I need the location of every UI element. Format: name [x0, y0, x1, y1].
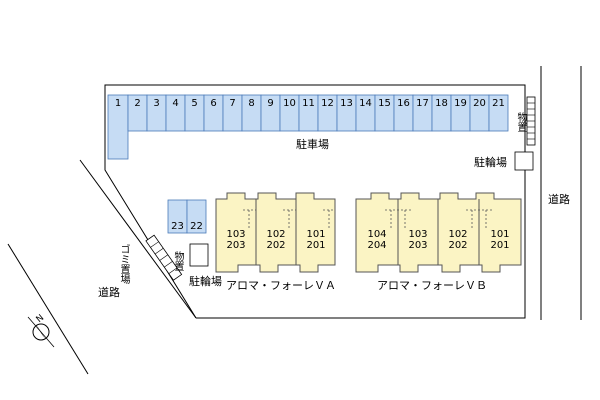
bike-parking-left-label: 駐輪場: [189, 275, 222, 288]
parking-space-13: 13: [340, 98, 353, 109]
bike-parking-right-label: 駐輪場: [474, 156, 507, 169]
unit-b-upper-3: 102: [448, 229, 468, 240]
parking-space-6: 6: [210, 98, 217, 109]
garbage-label: ゴミ置場: [118, 244, 129, 284]
road-edge-left-outer: [7, 243, 89, 375]
parking-label: 駐車場: [296, 138, 329, 151]
parking-space-15: 15: [378, 98, 391, 109]
storage-left-label: 物置: [172, 251, 183, 271]
road-edge-left-inner: [79, 159, 197, 319]
parking-space-14: 14: [359, 98, 372, 109]
parking-space-4: 4: [172, 98, 179, 109]
parking-space-21: 21: [492, 98, 505, 109]
north-arrow-icon: [27, 316, 55, 348]
parking-space-8: 8: [248, 98, 255, 109]
garbage-area-shape: [145, 234, 183, 281]
site-boundary: [104, 84, 526, 319]
parking-space-12: 12: [321, 98, 334, 109]
parking-space-10: 10: [283, 98, 296, 109]
parking-space-9: 9: [267, 98, 274, 109]
parking-space-18: 18: [435, 98, 448, 109]
parking-space-22-shape: [186, 199, 207, 234]
parking-space-21-shape: [488, 94, 509, 132]
unit-a-upper-3: 101: [306, 229, 326, 240]
storage-right-label: 物置: [515, 112, 526, 132]
parking-space-3: 3: [153, 98, 160, 109]
unit-a-lower-3: 201: [306, 240, 326, 251]
parking-space-16: 16: [397, 98, 410, 109]
building-b-shape: [355, 192, 522, 273]
unit-a-upper-2: 102: [266, 229, 286, 240]
unit-a-upper-1: 103: [226, 229, 246, 240]
bike-parking-left-shape: [189, 243, 209, 267]
road-label-left: 道路: [98, 286, 120, 299]
road-label-right: 道路: [548, 193, 570, 206]
parking-space-7: 7: [229, 98, 236, 109]
parking-space-23: 23: [171, 221, 184, 232]
parking-space-19: 19: [454, 98, 467, 109]
parking-space-11: 11: [302, 98, 315, 109]
building-b-name: アロマ・フォーレＶＢ: [377, 279, 487, 292]
unit-b-lower-3: 202: [448, 240, 468, 251]
bike-parking-right-shape: [514, 151, 534, 171]
building-a-shape: [215, 192, 336, 273]
unit-b-upper-2: 103: [408, 229, 428, 240]
unit-b-lower-4: 201: [490, 240, 510, 251]
unit-b-upper-1: 104: [367, 229, 387, 240]
unit-a-lower-2: 202: [266, 240, 286, 251]
parking-space-2: 2: [134, 98, 141, 109]
parking-space-17: 17: [416, 98, 429, 109]
unit-b-lower-1: 204: [367, 240, 387, 251]
building-a-name: アロマ・フォーレＶＡ: [226, 279, 336, 292]
parking-space-22: 22: [190, 221, 203, 232]
parking-space-1: 1: [114, 98, 122, 109]
unit-b-upper-4: 101: [490, 229, 510, 240]
parking-space-20: 20: [473, 98, 486, 109]
unit-a-lower-1: 203: [226, 240, 246, 251]
unit-b-lower-2: 203: [408, 240, 428, 251]
parking-space-5: 5: [191, 98, 198, 109]
